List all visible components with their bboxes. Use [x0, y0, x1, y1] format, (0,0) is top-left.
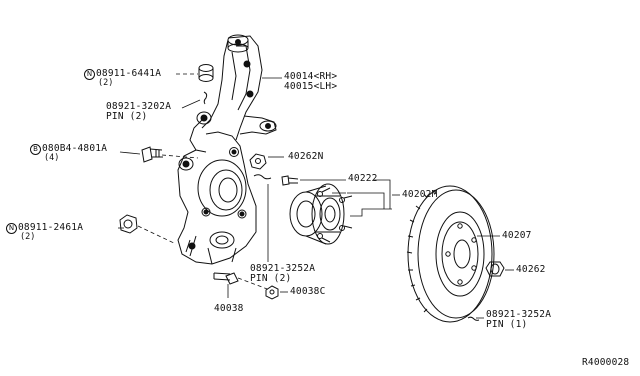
callout-40038C: 40038C	[290, 286, 326, 297]
callout-08911-2461A-qty: (2)	[20, 232, 36, 242]
callout-08911-2461A: 08911-2461A	[18, 222, 84, 233]
leader-lines	[118, 73, 514, 319]
callout-40014: 40014<RH>	[284, 71, 338, 82]
nut-08911-2461A	[119, 214, 138, 234]
nut-40262N	[249, 153, 267, 170]
callout-40015: 40015<LH>	[284, 81, 338, 92]
wheel-hub-bearing	[289, 183, 353, 245]
bolt-080B4-4801A	[141, 146, 163, 163]
circled-b-marker: B	[30, 144, 41, 155]
callout-08921-3202A: 08921-3202A	[106, 101, 172, 112]
circled-n-marker-2: N	[6, 223, 17, 234]
bolt-40038	[213, 272, 239, 285]
callout-080B4-4801A-qty: (4)	[44, 153, 60, 163]
hub-nut-40262	[485, 261, 505, 277]
callout-40038: 40038	[214, 303, 244, 314]
callout-08921-3252A-rotor-qty: PIN (1)	[486, 319, 528, 330]
cotter-pin-lower	[467, 316, 480, 321]
callout-08921-3202A-qty: PIN (2)	[106, 111, 148, 122]
cotter-pin-mid	[253, 174, 272, 180]
callout-40262N: 40262N	[288, 151, 324, 162]
diagram-reference-code: R4000028	[582, 357, 630, 368]
bolt-40222	[281, 175, 299, 186]
callout-40222: 40222	[348, 173, 378, 184]
steering-knuckle	[177, 34, 277, 265]
callout-40202M: 40202M	[402, 189, 438, 200]
callout-080B4-4801A: 080B4-4801A	[42, 143, 108, 154]
callout-08911-6441A-qty: (2)	[98, 78, 114, 88]
circled-n-marker: N	[84, 69, 95, 80]
nut-08911-6441A	[198, 64, 214, 82]
callout-08921-3252A-rotor: 08921-3252A	[486, 309, 552, 320]
brake-rotor	[406, 185, 495, 323]
callout-40262: 40262	[516, 264, 546, 275]
callout-08921-3252A-qty: PIN (2)	[250, 273, 292, 284]
callout-08921-3252A: 08921-3252A	[250, 263, 316, 274]
callout-40207: 40207	[502, 230, 532, 241]
callout-08911-6441A: 08911-6441A	[96, 68, 162, 79]
nut-40038C	[265, 285, 279, 300]
cotter-pin-upper	[203, 91, 208, 105]
